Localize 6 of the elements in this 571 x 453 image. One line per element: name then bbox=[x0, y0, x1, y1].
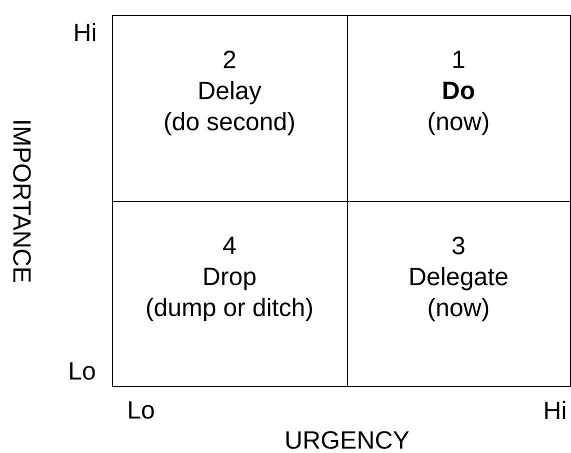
quadrant-cell: 2 Delay (do second) bbox=[112, 15, 348, 202]
quadrant-cell: 4 Drop (dump or ditch) bbox=[112, 201, 348, 387]
quadrant-cell: 1 Do (now) bbox=[347, 15, 571, 202]
quadrant-cell: 3 Delegate (now) bbox=[347, 201, 571, 387]
axis-title: URGENCY bbox=[286, 431, 409, 449]
axis-title: IMPORTANCE bbox=[13, 121, 31, 282]
